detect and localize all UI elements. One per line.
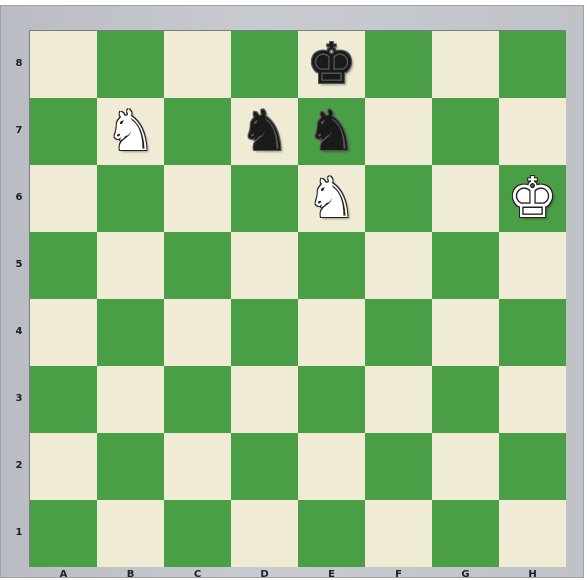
square-b1[interactable] bbox=[97, 500, 164, 567]
square-d4[interactable] bbox=[231, 299, 298, 366]
file-label-d: D bbox=[231, 569, 298, 580]
white-knight-icon[interactable]: ♞ bbox=[105, 104, 155, 160]
square-h4[interactable] bbox=[499, 299, 566, 366]
square-g3[interactable] bbox=[432, 366, 499, 433]
square-d1[interactable] bbox=[231, 500, 298, 567]
square-d8[interactable] bbox=[231, 31, 298, 98]
square-h7[interactable] bbox=[499, 98, 566, 165]
square-a5[interactable] bbox=[30, 232, 97, 299]
square-c2[interactable] bbox=[164, 433, 231, 500]
file-label-h: H bbox=[499, 569, 566, 580]
rank-label-7: 7 bbox=[14, 125, 24, 136]
square-b3[interactable] bbox=[97, 366, 164, 433]
square-e8[interactable]: ♚ bbox=[298, 31, 365, 98]
square-b6[interactable] bbox=[97, 165, 164, 232]
square-e3[interactable] bbox=[298, 366, 365, 433]
square-c7[interactable] bbox=[164, 98, 231, 165]
square-e7[interactable]: ♞ bbox=[298, 98, 365, 165]
square-a6[interactable] bbox=[30, 165, 97, 232]
file-label-b: B bbox=[97, 569, 164, 580]
square-e4[interactable] bbox=[298, 299, 365, 366]
square-c8[interactable] bbox=[164, 31, 231, 98]
square-h8[interactable] bbox=[499, 31, 566, 98]
square-c5[interactable] bbox=[164, 232, 231, 299]
square-a3[interactable] bbox=[30, 366, 97, 433]
square-d3[interactable] bbox=[231, 366, 298, 433]
black-knight-icon[interactable]: ♞ bbox=[239, 104, 289, 160]
square-e2[interactable] bbox=[298, 433, 365, 500]
square-h5[interactable] bbox=[499, 232, 566, 299]
square-h3[interactable] bbox=[499, 366, 566, 433]
rank-label-8: 8 bbox=[14, 58, 24, 69]
file-label-a: A bbox=[30, 569, 97, 580]
rank-label-2: 2 bbox=[14, 460, 24, 471]
square-f6[interactable] bbox=[365, 165, 432, 232]
square-f4[interactable] bbox=[365, 299, 432, 366]
square-f3[interactable] bbox=[365, 366, 432, 433]
square-f5[interactable] bbox=[365, 232, 432, 299]
file-label-c: C bbox=[164, 569, 231, 580]
file-label-e: E bbox=[298, 569, 365, 580]
white-knight-icon[interactable]: ♞ bbox=[306, 171, 356, 227]
rank-label-5: 5 bbox=[14, 259, 24, 270]
square-a4[interactable] bbox=[30, 299, 97, 366]
rank-label-6: 6 bbox=[14, 192, 24, 203]
rank-label-4: 4 bbox=[14, 326, 24, 337]
square-d5[interactable] bbox=[231, 232, 298, 299]
square-b2[interactable] bbox=[97, 433, 164, 500]
square-d6[interactable] bbox=[231, 165, 298, 232]
square-a2[interactable] bbox=[30, 433, 97, 500]
file-label-f: F bbox=[365, 569, 432, 580]
square-c6[interactable] bbox=[164, 165, 231, 232]
square-f1[interactable] bbox=[365, 500, 432, 567]
square-e5[interactable] bbox=[298, 232, 365, 299]
square-b5[interactable] bbox=[97, 232, 164, 299]
file-label-g: G bbox=[432, 569, 499, 580]
square-g7[interactable] bbox=[432, 98, 499, 165]
square-g5[interactable] bbox=[432, 232, 499, 299]
square-b8[interactable] bbox=[97, 31, 164, 98]
square-d7[interactable]: ♞ bbox=[231, 98, 298, 165]
rank-label-3: 3 bbox=[14, 393, 24, 404]
square-g2[interactable] bbox=[432, 433, 499, 500]
square-h2[interactable] bbox=[499, 433, 566, 500]
square-g1[interactable] bbox=[432, 500, 499, 567]
square-d2[interactable] bbox=[231, 433, 298, 500]
white-king-icon[interactable]: ♚ bbox=[507, 171, 557, 227]
square-e6[interactable]: ♞ bbox=[298, 165, 365, 232]
square-g4[interactable] bbox=[432, 299, 499, 366]
square-b4[interactable] bbox=[97, 299, 164, 366]
black-king-icon[interactable]: ♚ bbox=[306, 37, 356, 93]
square-h1[interactable] bbox=[499, 500, 566, 567]
black-knight-icon[interactable]: ♞ bbox=[306, 104, 356, 160]
square-g8[interactable] bbox=[432, 31, 499, 98]
square-a7[interactable] bbox=[30, 98, 97, 165]
square-f8[interactable] bbox=[365, 31, 432, 98]
square-a8[interactable] bbox=[30, 31, 97, 98]
square-f2[interactable] bbox=[365, 433, 432, 500]
square-c1[interactable] bbox=[164, 500, 231, 567]
square-b7[interactable]: ♞ bbox=[97, 98, 164, 165]
square-a1[interactable] bbox=[30, 500, 97, 567]
square-h6[interactable]: ♚ bbox=[499, 165, 566, 232]
square-f7[interactable] bbox=[365, 98, 432, 165]
chessboard: ♚ ♞ ♞ ♞ ♞ ♚ bbox=[29, 30, 566, 567]
square-g6[interactable] bbox=[432, 165, 499, 232]
rank-label-1: 1 bbox=[14, 527, 24, 538]
square-c3[interactable] bbox=[164, 366, 231, 433]
square-e1[interactable] bbox=[298, 500, 365, 567]
square-c4[interactable] bbox=[164, 299, 231, 366]
